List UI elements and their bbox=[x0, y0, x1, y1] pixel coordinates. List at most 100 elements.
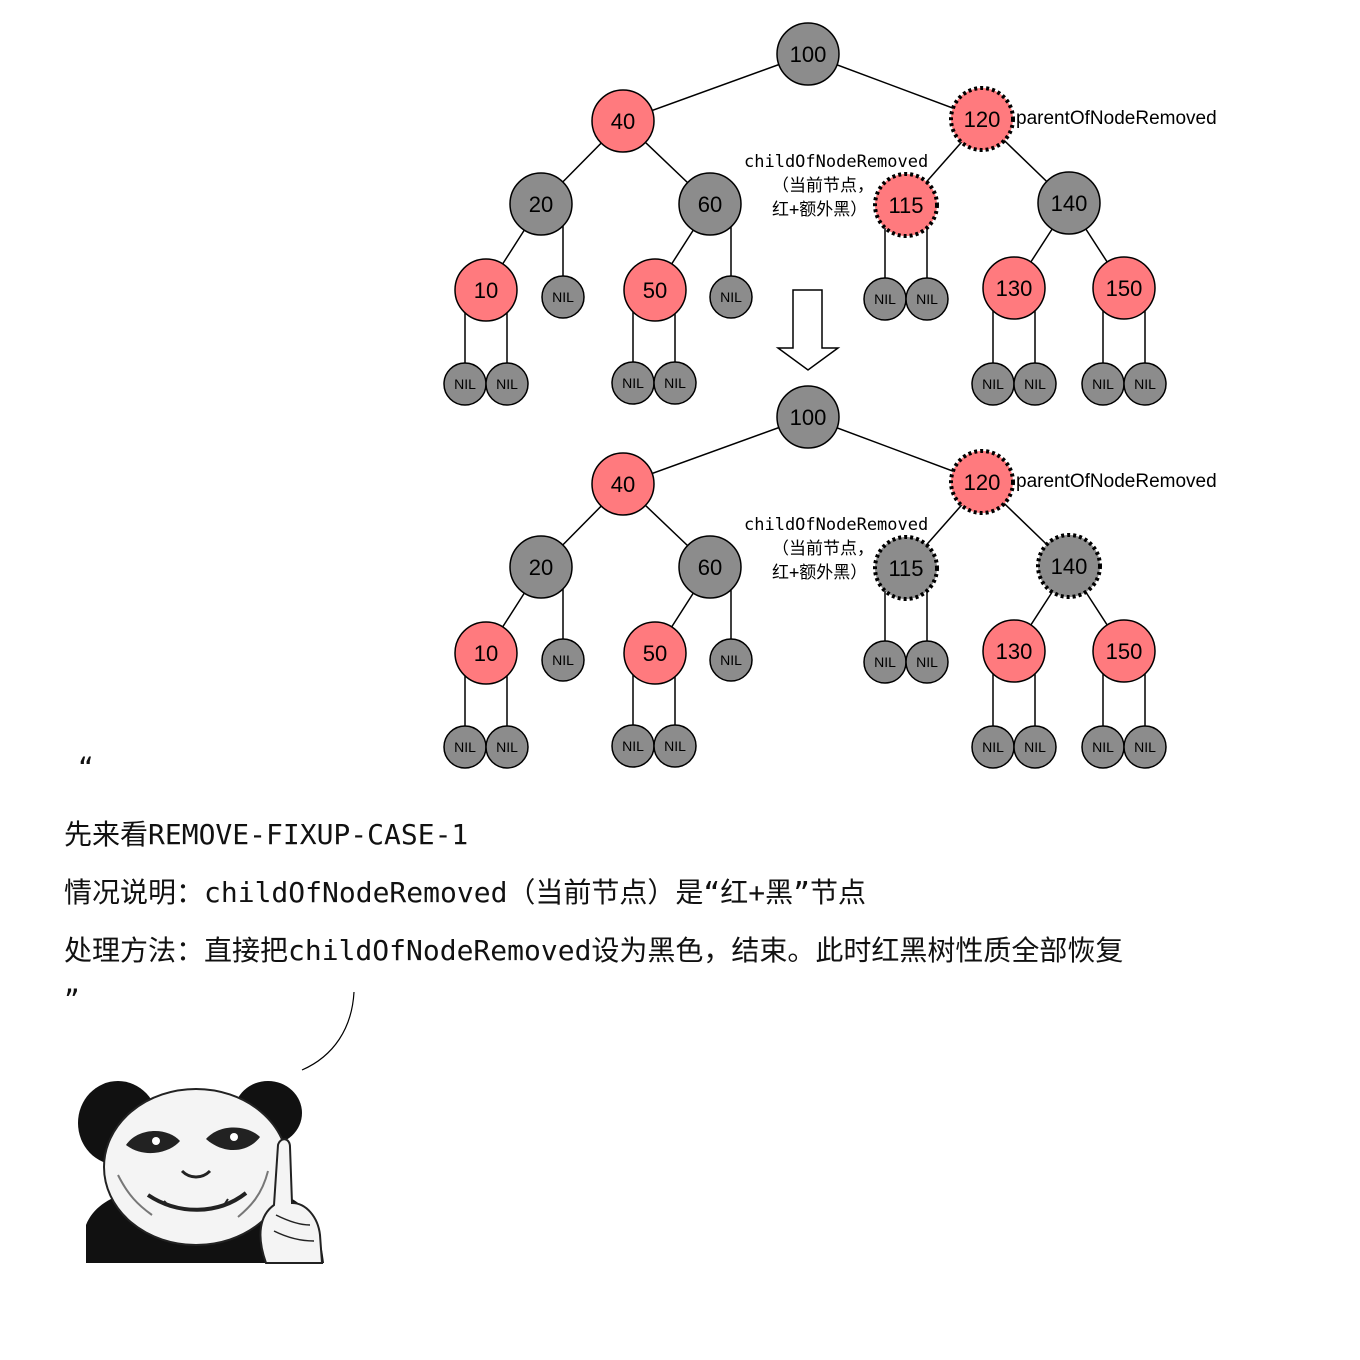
parent-annotation: parentOfNodeRemoved bbox=[1016, 471, 1217, 492]
tree-node-130 bbox=[982, 256, 1046, 320]
nil-leaf-node bbox=[485, 362, 529, 406]
node-label: NIL bbox=[1134, 376, 1156, 392]
node-label: 40 bbox=[611, 109, 635, 134]
nil-leaf-node bbox=[905, 277, 949, 321]
node-label: 50 bbox=[643, 641, 667, 666]
node-label: NIL bbox=[664, 375, 686, 391]
node-label: 10 bbox=[474, 278, 498, 303]
nil-leaf-node bbox=[485, 725, 529, 769]
node-label: 100 bbox=[790, 405, 827, 430]
tree-node-150 bbox=[1092, 256, 1156, 320]
tree-node-40 bbox=[591, 89, 655, 153]
child-annotation-line: childOfNodeRemoved bbox=[744, 152, 928, 172]
tree-node-60 bbox=[678, 535, 742, 599]
node-label: NIL bbox=[916, 291, 938, 307]
down-arrow-icon bbox=[775, 289, 841, 371]
node-label: 40 bbox=[611, 472, 635, 497]
nil-leaf-node bbox=[653, 361, 697, 405]
node-label: NIL bbox=[1134, 739, 1156, 755]
node-label: NIL bbox=[720, 652, 742, 668]
node-label: NIL bbox=[1024, 376, 1046, 392]
node-label: NIL bbox=[622, 738, 644, 754]
tree-node-40 bbox=[591, 452, 655, 516]
node-label: 115 bbox=[888, 556, 923, 581]
tree-node-115 bbox=[873, 535, 939, 601]
node-label: 120 bbox=[964, 107, 1001, 132]
case-solution: 处理方法：直接把childOfNodeRemoved设为黑色，结束。此时红黑树性… bbox=[64, 934, 1124, 967]
node-label: 140 bbox=[1051, 554, 1088, 579]
tree-node-120 bbox=[949, 449, 1015, 515]
tree-edge bbox=[622, 53, 809, 122]
node-label: NIL bbox=[1092, 376, 1114, 392]
speech-tail bbox=[301, 991, 355, 1071]
node-label: 50 bbox=[643, 278, 667, 303]
node-label: NIL bbox=[1092, 739, 1114, 755]
node-label: 10 bbox=[474, 641, 498, 666]
node-label: NIL bbox=[552, 652, 574, 668]
node-label: NIL bbox=[720, 289, 742, 305]
node-label: NIL bbox=[622, 375, 644, 391]
node-label: NIL bbox=[552, 289, 574, 305]
tree-node-10 bbox=[454, 258, 518, 322]
child-annotation-line: （当前节点， bbox=[772, 539, 874, 559]
node-label: NIL bbox=[454, 376, 476, 392]
node-label: 140 bbox=[1051, 191, 1088, 216]
tree-node-100 bbox=[776, 22, 840, 86]
tree-node-20 bbox=[509, 172, 573, 236]
nil-leaf-node bbox=[541, 275, 585, 319]
nil-leaf-node bbox=[1123, 725, 1167, 769]
node-label: 20 bbox=[529, 192, 553, 217]
parent-annotation: parentOfNodeRemoved bbox=[1016, 108, 1217, 129]
nil-leaf-node bbox=[905, 640, 949, 684]
node-label: NIL bbox=[982, 739, 1004, 755]
node-label: NIL bbox=[916, 654, 938, 670]
case-title: 先来看REMOVE-FIXUP-CASE-1 bbox=[64, 818, 469, 851]
tree-node-150 bbox=[1092, 619, 1156, 683]
tree-node-10 bbox=[454, 621, 518, 685]
node-label: NIL bbox=[664, 738, 686, 754]
tree-node-20 bbox=[509, 535, 573, 599]
tree-node-100 bbox=[776, 385, 840, 449]
child-annotation-line: 红+额外黑） bbox=[772, 563, 867, 583]
nil-leaf-node bbox=[1013, 362, 1057, 406]
child-annotation-line: （当前节点， bbox=[772, 176, 874, 196]
node-label: 130 bbox=[996, 639, 1033, 664]
tree-node-140 bbox=[1036, 533, 1102, 599]
node-label: 100 bbox=[790, 42, 827, 67]
node-label: NIL bbox=[874, 654, 896, 670]
tree-node-115 bbox=[873, 172, 939, 238]
tree-edge bbox=[622, 416, 809, 485]
node-label: NIL bbox=[1024, 739, 1046, 755]
open-quote: “ bbox=[78, 753, 94, 783]
panda-meme-image bbox=[78, 1081, 324, 1264]
node-label: NIL bbox=[874, 291, 896, 307]
nil-leaf-node bbox=[653, 724, 697, 768]
tree-node-130 bbox=[982, 619, 1046, 683]
close-quote: ” bbox=[64, 985, 80, 1015]
node-label: 150 bbox=[1106, 276, 1143, 301]
tree-node-120 bbox=[949, 86, 1015, 152]
node-label: 115 bbox=[888, 193, 923, 218]
tree-node-140 bbox=[1037, 171, 1101, 235]
node-label: 120 bbox=[964, 470, 1001, 495]
node-label: 130 bbox=[996, 276, 1033, 301]
nil-leaf-node bbox=[1123, 362, 1167, 406]
node-label: NIL bbox=[982, 376, 1004, 392]
node-label: NIL bbox=[496, 739, 518, 755]
case-description: 情况说明：childOfNodeRemoved（当前节点）是“红+黑”节点 bbox=[64, 876, 867, 909]
node-label: 60 bbox=[698, 555, 722, 580]
node-label: 20 bbox=[529, 555, 553, 580]
tree-node-50 bbox=[623, 258, 687, 322]
node-label: 60 bbox=[698, 192, 722, 217]
nil-leaf-node bbox=[541, 638, 585, 682]
nil-leaf-node bbox=[709, 275, 753, 319]
child-annotation-line: 红+额外黑） bbox=[772, 200, 867, 220]
nil-leaf-node bbox=[709, 638, 753, 682]
tree-node-60 bbox=[678, 172, 742, 236]
nil-leaf-node bbox=[1013, 725, 1057, 769]
node-label: 150 bbox=[1106, 639, 1143, 664]
tree-node-50 bbox=[623, 621, 687, 685]
